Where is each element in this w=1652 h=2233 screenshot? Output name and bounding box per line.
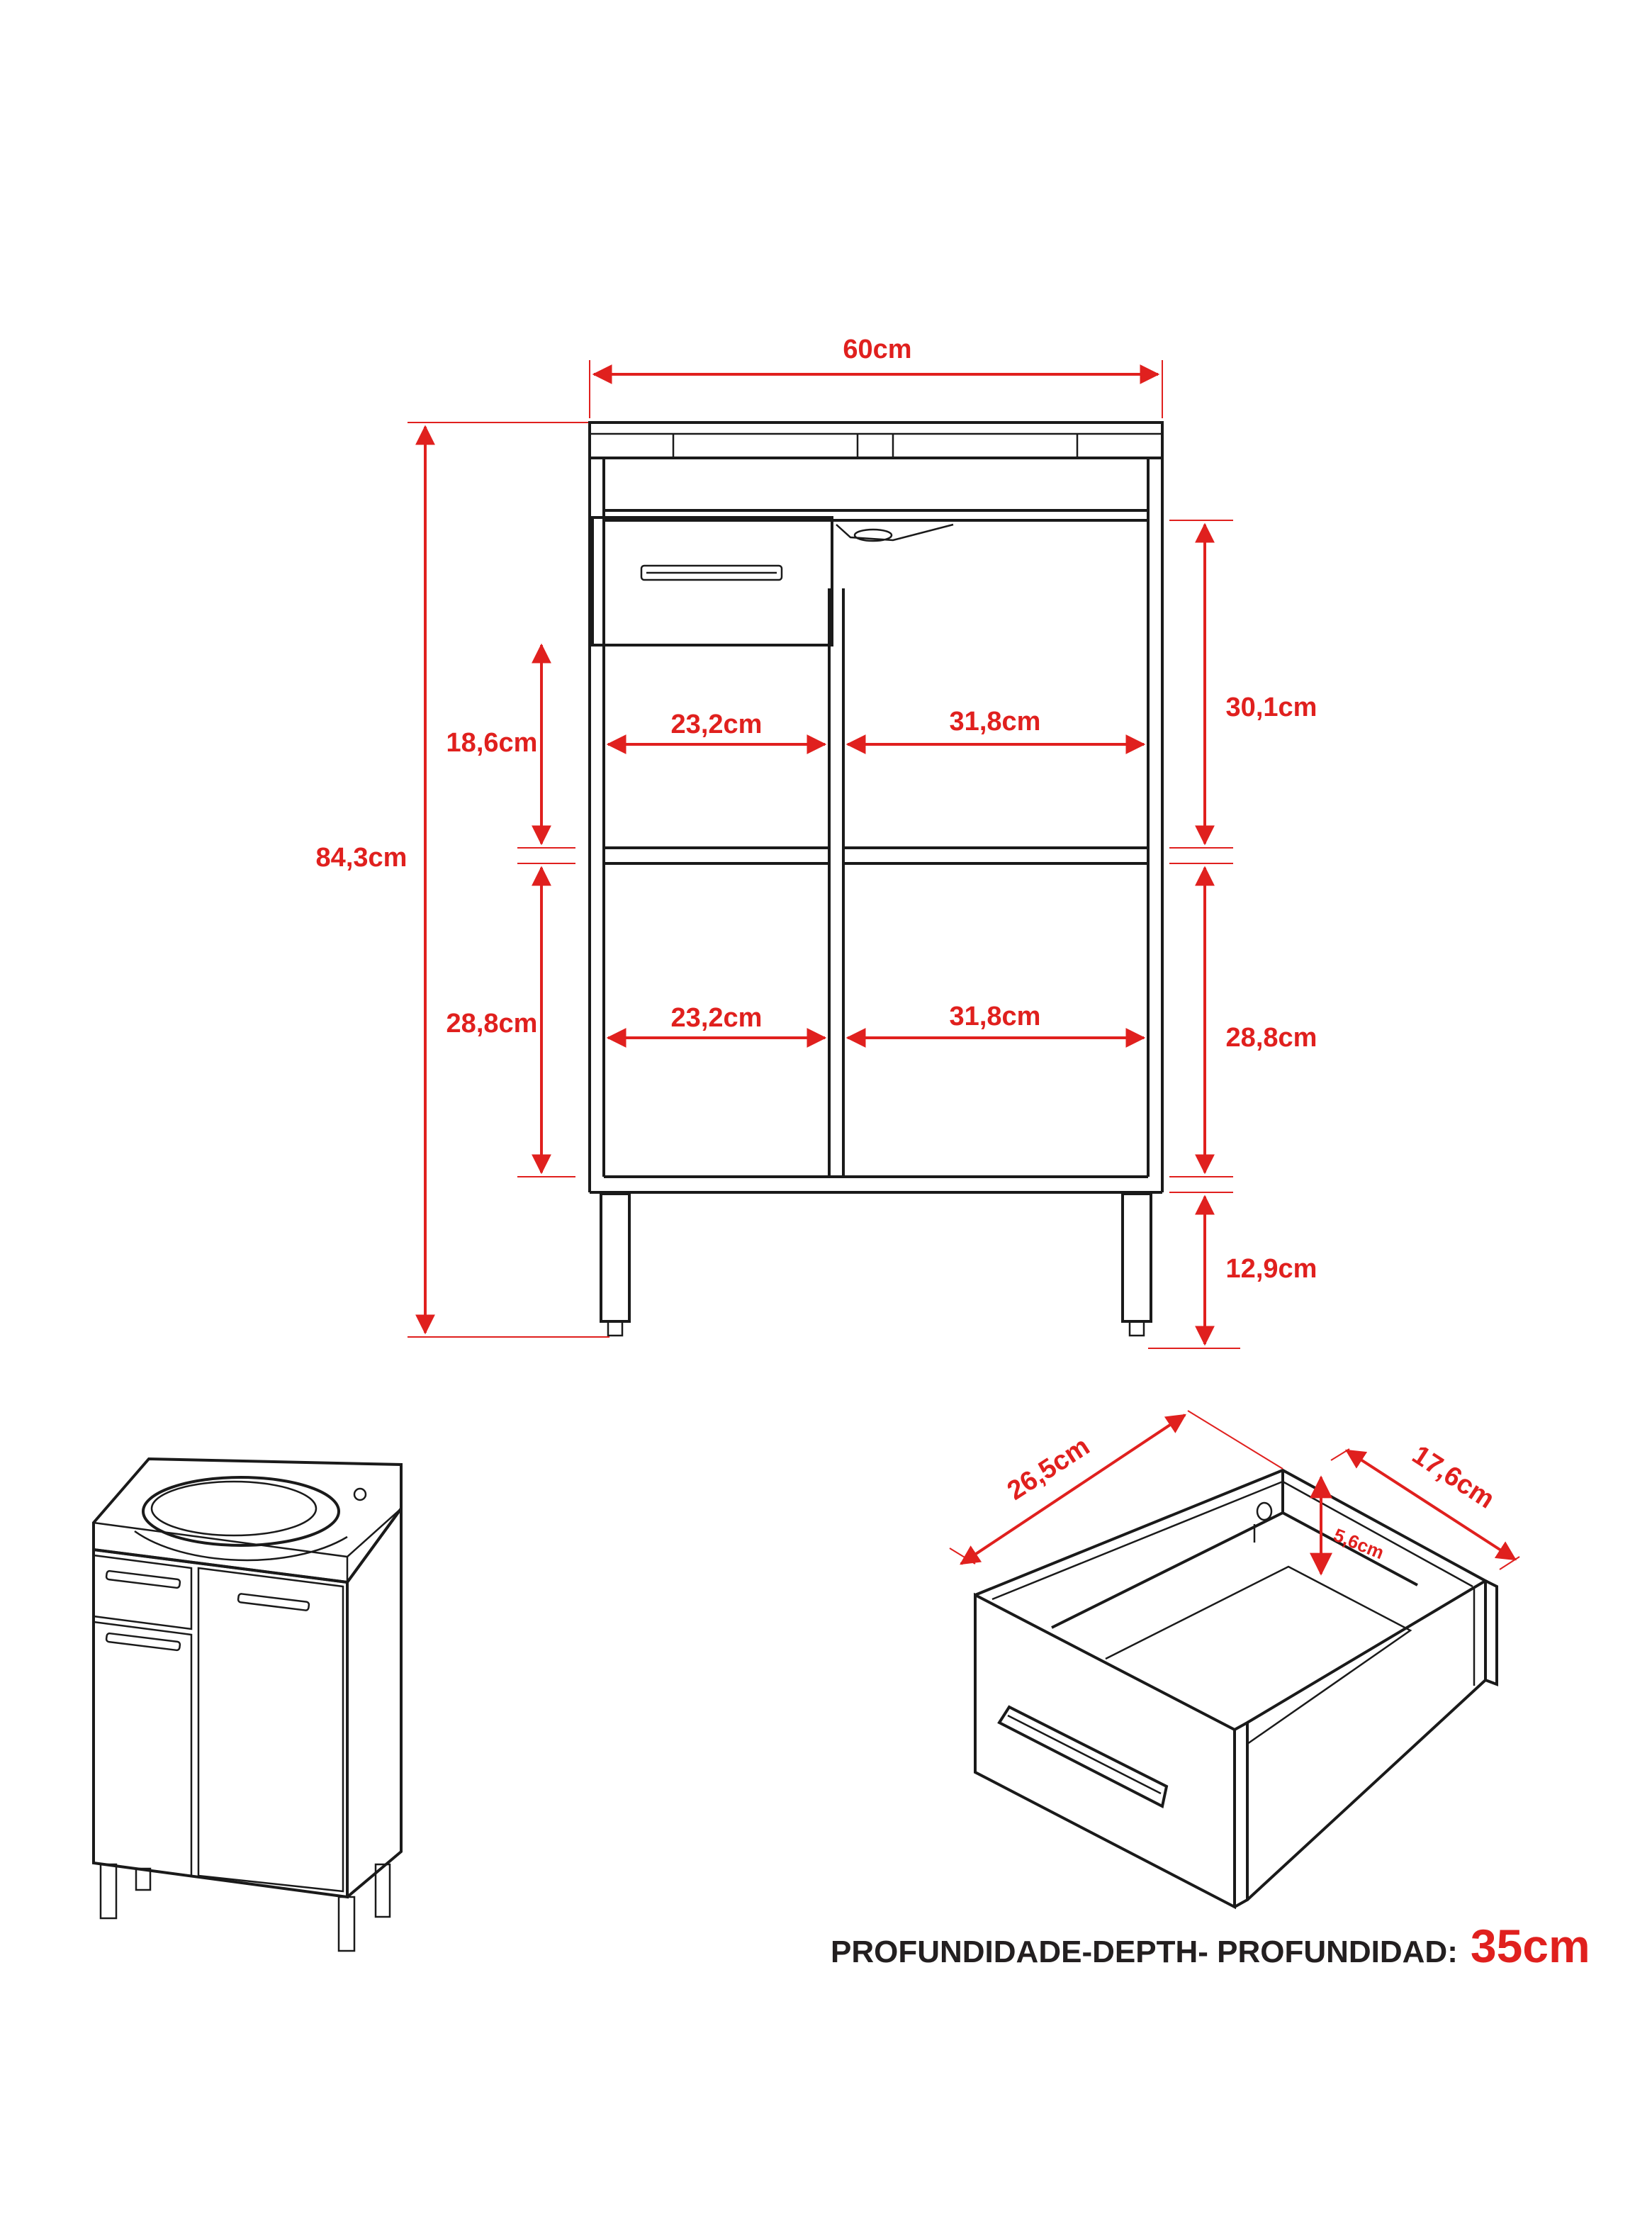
drawer-height-label: 5,6cm bbox=[1331, 1524, 1388, 1563]
drawer-height-dimension: 5,6cm bbox=[1310, 1475, 1388, 1576]
right-upper-height-label: 30,1cm bbox=[1226, 693, 1317, 722]
drawer-width-label: 17,6cm bbox=[1407, 1440, 1500, 1514]
depth-value: 35cm bbox=[1471, 1920, 1590, 1972]
right-upper-height-dimension: 30,1cm bbox=[1169, 520, 1317, 849]
right-lower-height-label: 28,8cm bbox=[1226, 1023, 1317, 1053]
left-lower-height-label: 28,8cm bbox=[446, 1009, 538, 1039]
upper-width-dimensions: 23,2cm 31,8cm bbox=[606, 707, 1146, 754]
drawer-detail bbox=[974, 1468, 1498, 1910]
left-upper-height-dimension: 18,6cm bbox=[446, 643, 575, 849]
leg-height-dimension: 12,9cm bbox=[1148, 1192, 1317, 1349]
lower-right-width-label: 31,8cm bbox=[950, 1002, 1041, 1031]
depth-label: PROFUNDIDADE-DEPTH- PROFUNDIDAD: bbox=[831, 1935, 1458, 1969]
front-elevation bbox=[588, 421, 1164, 1337]
total-height-dimension: 84,3cm bbox=[316, 422, 609, 1338]
lower-width-dimensions: 23,2cm 31,8cm bbox=[606, 1002, 1146, 1048]
width-dimension: 60cm bbox=[589, 335, 1163, 418]
right-lower-height-dimension: 28,8cm bbox=[1169, 863, 1317, 1177]
drawer-length-dimension: 26,5cm bbox=[949, 1410, 1283, 1565]
drawer-length-label: 26,5cm bbox=[1002, 1431, 1095, 1506]
depth-note: PROFUNDIDADE-DEPTH- PROFUNDIDAD: 35cm bbox=[831, 1920, 1590, 1972]
cabinet-perspective bbox=[92, 1457, 403, 1952]
left-upper-height-label: 18,6cm bbox=[446, 728, 538, 758]
lower-left-width-label: 23,2cm bbox=[671, 1003, 763, 1033]
upper-right-width-label: 31,8cm bbox=[950, 707, 1041, 737]
leg-height-label: 12,9cm bbox=[1226, 1254, 1317, 1284]
left-lower-height-dimension: 28,8cm bbox=[446, 863, 575, 1177]
total-width-label: 60cm bbox=[843, 335, 911, 364]
total-height-label: 84,3cm bbox=[316, 843, 408, 873]
upper-left-width-label: 23,2cm bbox=[671, 710, 763, 739]
depth-caption: PROFUNDIDADE-DEPTH- PROFUNDIDAD: 35cm bbox=[831, 1920, 1590, 1972]
